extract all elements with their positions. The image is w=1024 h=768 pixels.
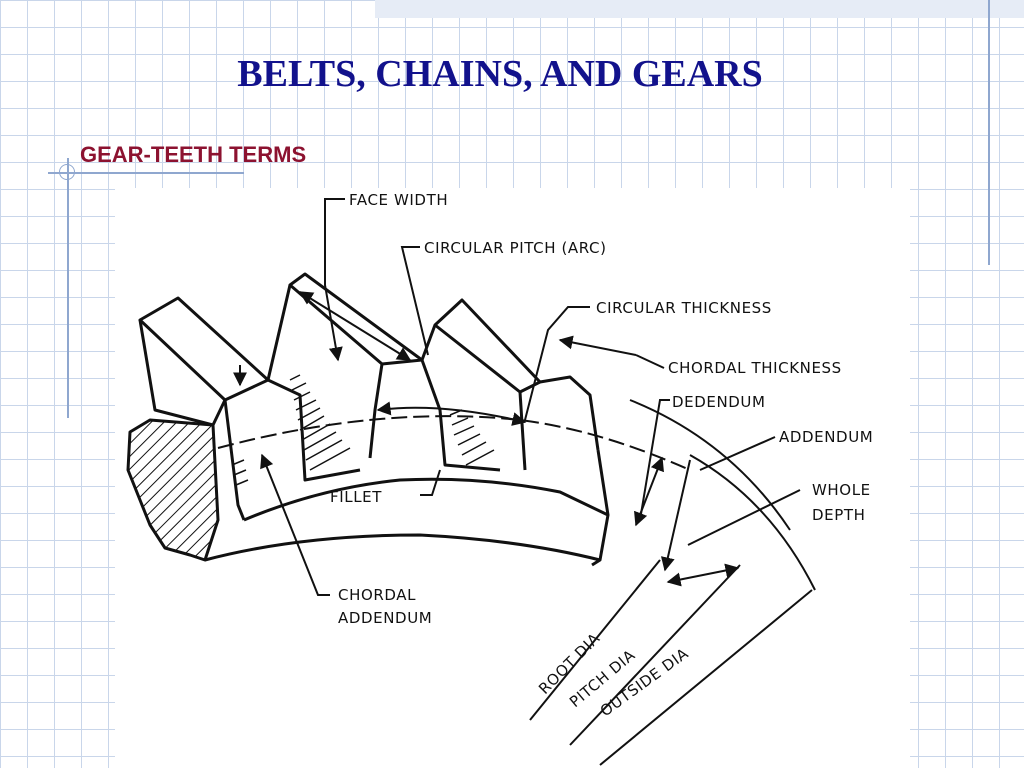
tooth-3 xyxy=(433,298,542,394)
gear-teeth-diagram: FACE WIDTH CIRCULAR PITCH (ARC) CIRCULAR… xyxy=(115,188,910,768)
label-face-width: FACE WIDTH xyxy=(349,191,448,209)
gear-body xyxy=(126,272,610,567)
tooth-2 xyxy=(288,272,424,366)
gear-rim xyxy=(204,533,601,562)
label-dedendum: DEDENDUM xyxy=(672,393,766,411)
accent-circle xyxy=(59,164,75,180)
hatched-section xyxy=(126,418,220,562)
label-circular-pitch: CIRCULAR PITCH (ARC) xyxy=(424,239,607,257)
label-whole-depth-line2: DEPTH xyxy=(812,506,866,524)
label-fillet: FILLET xyxy=(330,488,382,506)
tooth-1 xyxy=(138,296,270,402)
label-chordal-thickness: CHORDAL THICKNESS xyxy=(668,359,842,377)
label-chordal-addendum-line1: CHORDAL xyxy=(338,586,416,604)
section-subtitle: GEAR-TEETH TERMS xyxy=(80,142,307,167)
label-circular-thickness: CIRCULAR THICKNESS xyxy=(596,299,772,317)
leader-lines xyxy=(233,198,816,766)
header-band xyxy=(375,0,1024,18)
flank-shading xyxy=(231,374,495,486)
label-addendum: ADDENDUM xyxy=(779,428,873,446)
subtitle-underline xyxy=(48,172,244,174)
circular-pitch-arrow xyxy=(376,401,527,426)
slide-title: BELTS, CHAINS, AND GEARS xyxy=(237,53,763,95)
right-accent-line xyxy=(988,0,990,265)
gear-drawing: FACE WIDTH CIRCULAR PITCH (ARC) CIRCULAR… xyxy=(126,191,873,766)
label-chordal-addendum-line2: ADDENDUM xyxy=(338,609,432,627)
left-accent-line xyxy=(67,158,69,418)
label-whole-depth-line1: WHOLE xyxy=(812,481,871,499)
